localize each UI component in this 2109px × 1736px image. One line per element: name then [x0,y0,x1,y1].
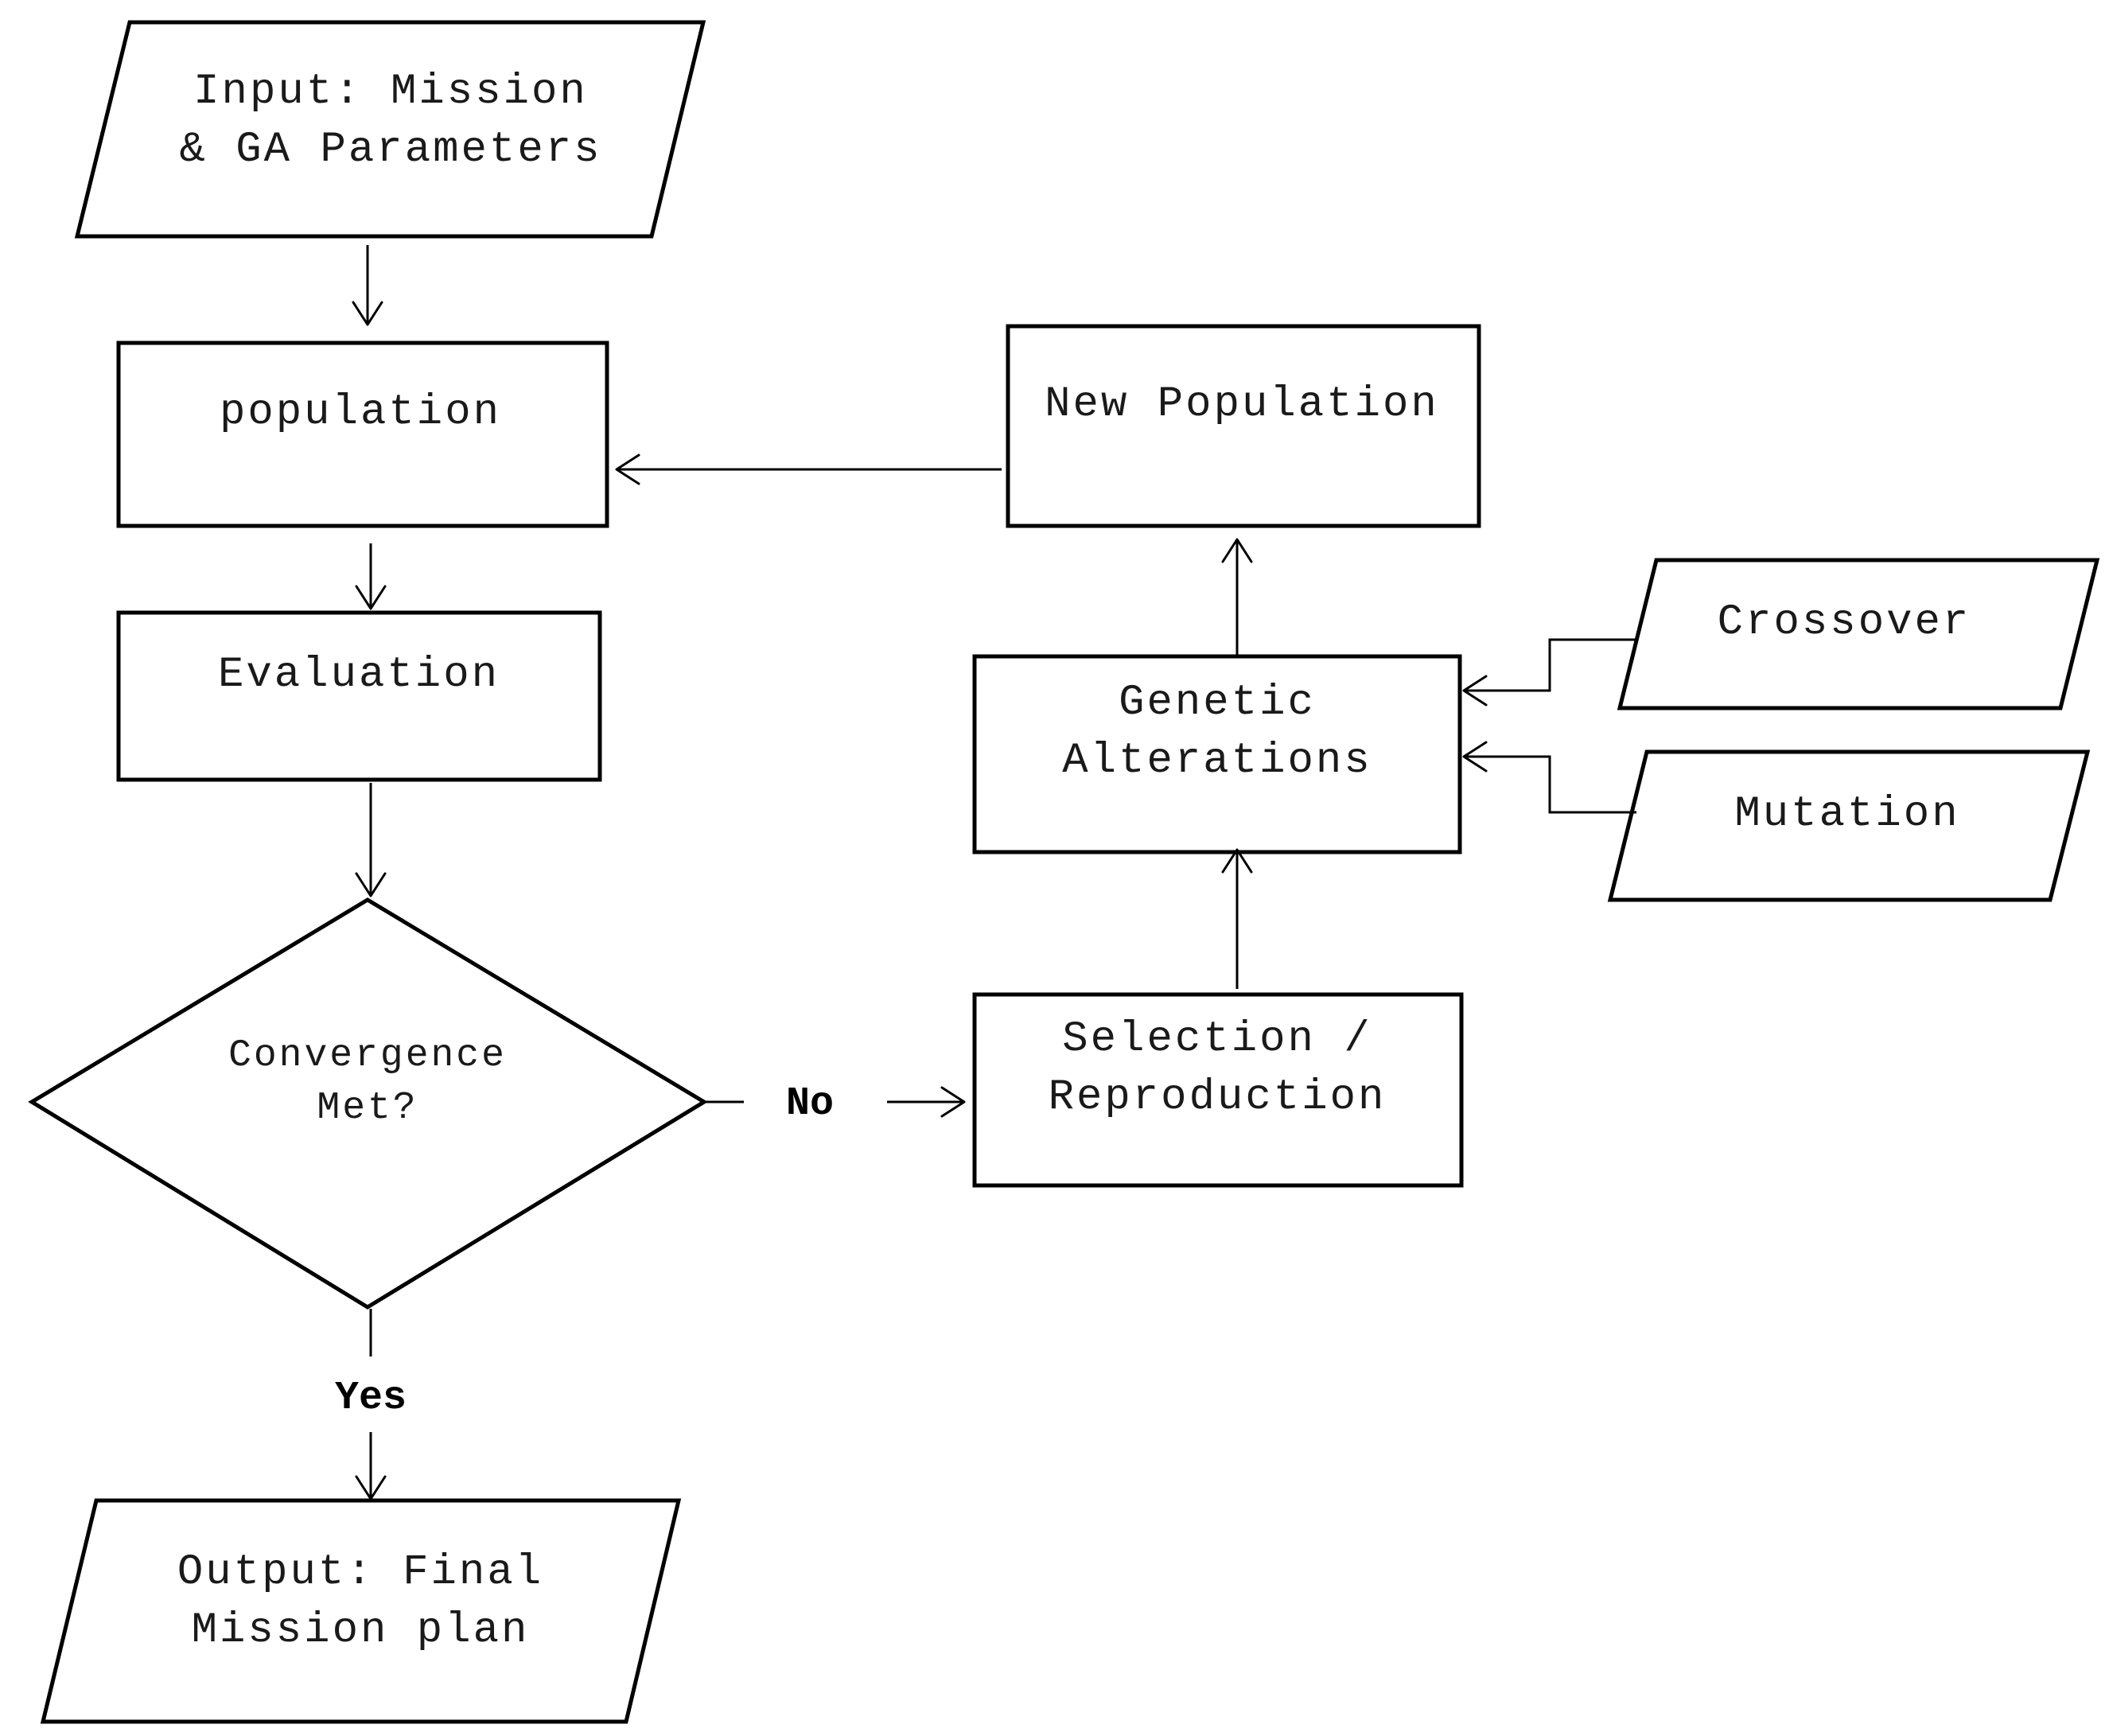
population-label: population [220,388,501,437]
edge-new-population-to-population [615,453,1002,485]
output-parallelogram [40,1498,682,1724]
edge-decision-to-output: Yes [335,1309,407,1501]
evaluation-label: Evaluation [218,651,500,699]
arrowhead-icon [615,453,640,485]
mutation-label: Mutation [1734,790,1959,839]
node-genetic-alterations: Genetic Alterations [972,654,1462,854]
new-population-box [1006,324,1481,528]
output-label-line-2: Mission plan [192,1606,530,1655]
node-new-population: New Population [1006,324,1481,528]
node-output: Output: Final Mission plan [40,1498,682,1724]
arrowhead-icon [1221,538,1253,563]
arrowhead-icon [352,301,383,326]
node-decision: Convergence Met? [28,897,708,1310]
edge-evaluation-to-decision [355,783,387,897]
crossover-label: Crossover [1718,598,1971,647]
edge-mutation-to-genetic-alterations [1462,741,1636,814]
edge-genetic-alterations-to-new-population [1221,538,1253,656]
output-label-line-1: Output: Final [177,1548,543,1597]
genetic-alterations-label-line-2: Alterations [1062,737,1372,785]
edge-crossover-to-genetic-alterations [1462,638,1636,706]
arrowhead-icon [355,872,387,897]
node-evaluation: Evaluation [116,610,602,782]
arrowhead-icon [940,1086,966,1118]
node-mutation: Mutation [1607,749,2091,902]
input-label-line-1: Input: Mission [193,68,588,116]
decision-diamond [28,897,708,1310]
evaluation-box [116,610,602,782]
input-parallelogram [74,20,706,239]
node-selection: Selection / Reproduction [972,992,1464,1188]
arrowhead-icon [355,1475,387,1501]
arrowhead-icon [1221,848,1253,874]
node-crossover: Crossover [1617,558,2100,710]
node-input: Input: Mission & GA Parameters [74,20,706,239]
edge-label-yes: Yes [335,1376,407,1421]
crossover-parallelogram [1617,558,2100,710]
arrowhead-icon [1462,741,1488,773]
edge-input-to-population [352,245,383,326]
edge-population-to-evaluation [355,543,387,610]
selection-label-line-1: Selection / [1062,1015,1372,1064]
selection-box [972,992,1464,1188]
selection-label-line-2: Reproduction [1049,1073,1387,1122]
decision-label-line-2: Met? [317,1087,418,1130]
mutation-parallelogram [1607,749,2091,902]
node-population: population [116,341,609,528]
genetic-alterations-label-line-1: Genetic [1119,679,1316,727]
new-population-label: New Population [1045,380,1439,429]
arrowhead-icon [1462,675,1488,706]
population-box [116,341,609,528]
edge-label-no: No [786,1081,834,1127]
edge-decision-to-selection: No [704,1081,966,1127]
input-label-line-2: & GA Parameters [179,126,601,174]
edge-selection-to-genetic-alterations [1221,848,1253,989]
decision-label-line-1: Convergence [228,1034,507,1077]
genetic-alterations-box [972,654,1462,854]
arrowhead-icon [355,585,387,610]
